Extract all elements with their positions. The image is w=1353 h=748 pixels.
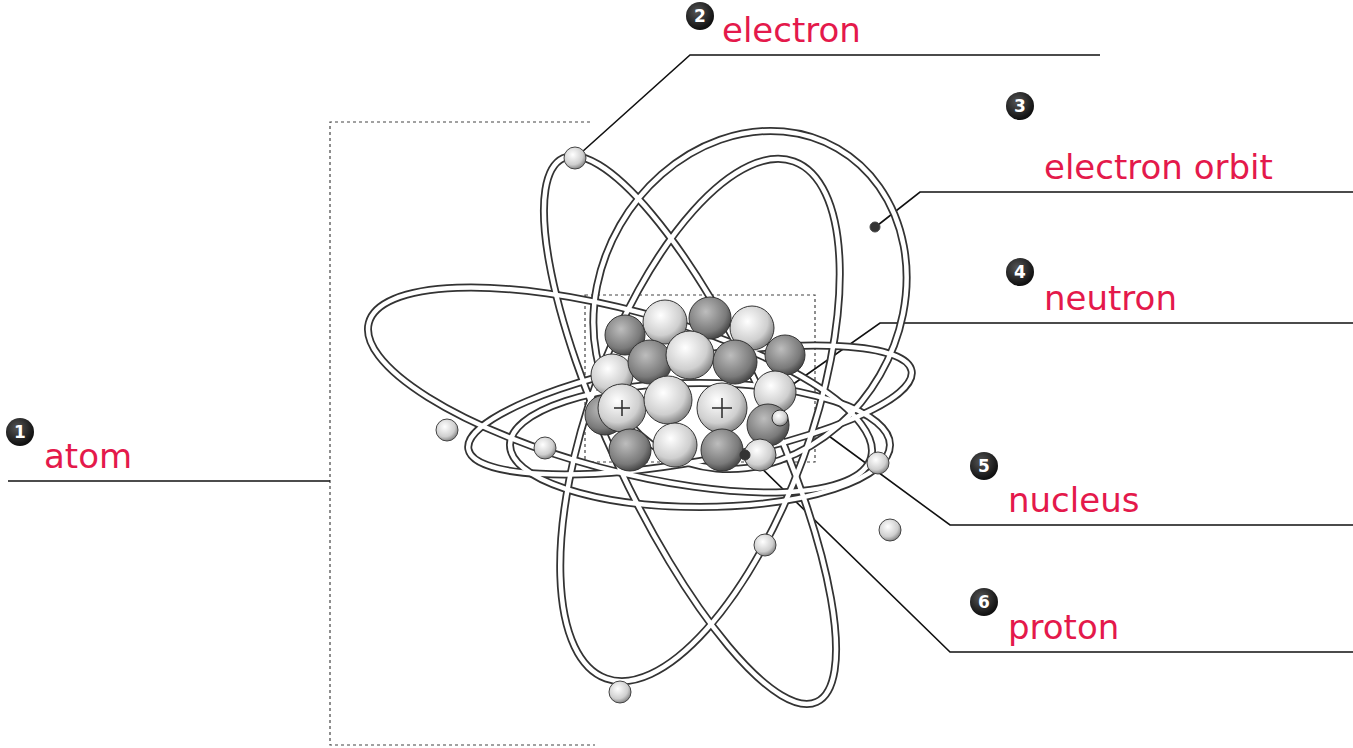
part-name: electron orbit bbox=[1044, 149, 1273, 186]
callout-number: 4 bbox=[1006, 258, 1034, 286]
callout-number: 2 bbox=[686, 2, 714, 30]
callout-number: 5 bbox=[970, 452, 998, 480]
part-name: neutron bbox=[1044, 280, 1177, 317]
nucleus-cluster bbox=[585, 297, 805, 471]
callout-number: 3 bbox=[1006, 92, 1034, 120]
part-name: proton bbox=[1008, 609, 1119, 646]
part-name: atom bbox=[44, 438, 132, 475]
callout-number: 6 bbox=[970, 588, 998, 616]
bracket bbox=[330, 122, 815, 745]
electron-ball bbox=[436, 147, 901, 703]
part-name: electron bbox=[722, 12, 861, 49]
callout-number: 1 bbox=[6, 418, 34, 446]
part-name: nucleus bbox=[1008, 482, 1139, 519]
electron-orbit bbox=[348, 73, 967, 735]
leader-line bbox=[8, 55, 1353, 652]
